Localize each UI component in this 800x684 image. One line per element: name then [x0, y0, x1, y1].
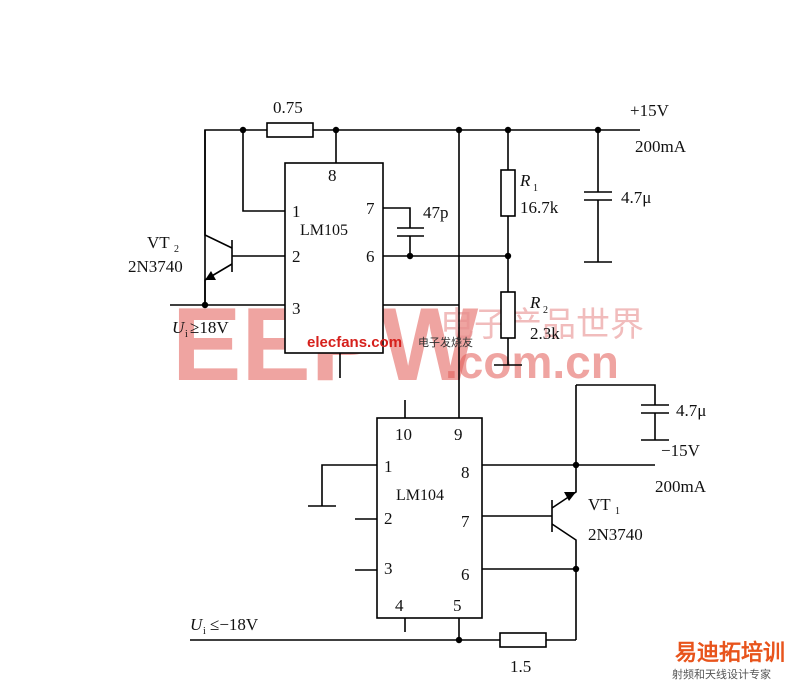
elecfans-watermark: elecfans.com 电子发烧友: [307, 334, 473, 351]
lm104-pin-5: 5: [453, 596, 462, 615]
positive-voltage-label: +15V: [630, 101, 670, 120]
cap-top-label: 4.7μ: [621, 188, 651, 207]
vt1-transistor: [551, 385, 577, 640]
r1-sub: 1: [533, 183, 538, 194]
r1-value: 16.7k: [520, 198, 559, 217]
lm104-pin-2: 2: [384, 509, 393, 528]
input-bottom-relation: ≤−18V: [210, 615, 259, 634]
resistor-1-5: [499, 632, 547, 648]
negative-voltage-label: −15V: [661, 441, 701, 460]
elecfans-site-cn: 电子发烧友: [418, 335, 473, 349]
vt2-transistor: [204, 130, 233, 305]
elecfans-site: elecfans.com: [307, 334, 402, 351]
lm104-pin-6: 6: [461, 565, 470, 584]
cap-47p-label: 47p: [423, 203, 449, 222]
r2-sub: 2: [543, 305, 548, 316]
lm105-pin-3: 3: [292, 299, 301, 318]
cap-bottom-label: 4.7μ: [676, 401, 706, 420]
resistor-1-5-label: 1.5: [510, 657, 531, 676]
lm105-label: LM105: [300, 222, 348, 239]
lm104-pin-1: 1: [384, 457, 393, 476]
resistor-r1: [500, 169, 516, 217]
vt2-symbol: VT: [147, 233, 170, 252]
input-top-relation: ≥18V: [190, 318, 229, 337]
brand-watermark: 易迪拓培训 射频和天线设计专家: [672, 640, 785, 681]
lm105-pin-8: 8: [328, 166, 337, 185]
lm104-chip: LM104 10 9 1 8 2 7 3 6 4 5: [376, 417, 483, 619]
input-bottom-symbol: U: [190, 615, 204, 634]
resistor-0-75-label: 0.75: [273, 98, 303, 117]
negative-current-label: 200mA: [655, 477, 707, 496]
vt2-part: 2N3740: [128, 257, 183, 276]
input-top-sub: i: [185, 329, 188, 340]
lm105-pin-1: 1: [292, 202, 301, 221]
eepw-logo-domain: .com.cn: [445, 336, 619, 388]
r2-symbol: R: [529, 293, 541, 312]
lm105-pin-7: 7: [366, 199, 375, 218]
resistor-r2: [500, 291, 516, 339]
lm104-pin-3: 3: [384, 559, 393, 578]
lm104-label: LM104: [396, 487, 444, 504]
lm104-pin-8: 8: [461, 463, 470, 482]
r2-value: 2.3k: [530, 324, 560, 343]
lm104-pin-4: 4: [395, 596, 404, 615]
world-watermark-cn: 电子产品世界: [440, 305, 644, 345]
lm104-pin-7: 7: [461, 512, 470, 531]
positive-current-label: 200mA: [635, 137, 687, 156]
input-top-symbol: U: [172, 318, 186, 337]
brand-subtitle: 射频和天线设计专家: [672, 667, 771, 681]
vt1-part: 2N3740: [588, 525, 643, 544]
vt1-symbol: VT: [588, 495, 611, 514]
lm104-pin-10: 10: [395, 425, 412, 444]
resistor-0-75: [266, 122, 314, 138]
vt2-sub: 2: [174, 244, 179, 255]
lm105-pin-6: 6: [366, 247, 375, 266]
lm105-pin-2: 2: [292, 247, 301, 266]
vt1-sub: 1: [615, 506, 620, 517]
brand-name: 易迪拓培训: [675, 640, 785, 666]
input-bottom-sub: i: [203, 626, 206, 637]
lm104-pin-9: 9: [454, 425, 463, 444]
top-rail: [204, 122, 640, 305]
r1-symbol: R: [519, 171, 531, 190]
lm105-chip: LM105 1 2 3 8 7 6: [284, 162, 384, 354]
